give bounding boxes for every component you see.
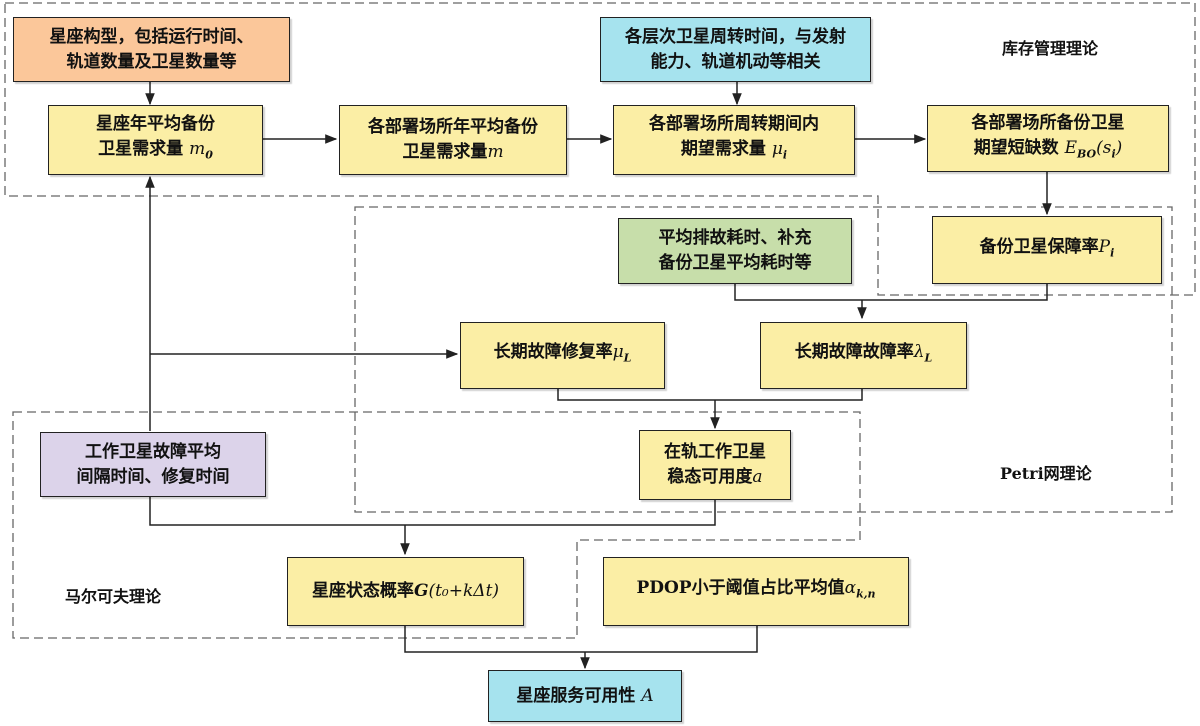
line-faulttime-merge <box>734 284 1048 301</box>
line-rates-merge <box>557 389 863 401</box>
region-petri-outline <box>354 206 1173 513</box>
region-label-inventory: 库存管理理论 <box>1002 39 1099 58</box>
box-state-prob: 星座状态概率G(t₀+kΔt) <box>287 557 524 626</box>
box-site-annual-demand: 各部署场所年平均备份 卫星需求量m <box>339 105 567 175</box>
region-inventory-outline <box>4 2 1196 296</box>
box-repair-rate: 长期故障修复率μL <box>460 322 665 389</box>
box-backup-guarantee: 备份卫星保障率Pi <box>932 216 1162 284</box>
box-steady-availability: 在轨工作卫星 稳态可用度a <box>639 430 791 500</box>
box-site-shortage: 各部署场所备份卫星 期望短缺数 EBO(si) <box>927 105 1169 172</box>
region-markov-outline <box>12 411 861 639</box>
region-label-petri: Petri网理论 <box>1000 464 1092 483</box>
region-label-markov: 马尔可夫理论 <box>65 587 162 606</box>
line-final-merge <box>404 626 758 653</box>
box-annual-demand: 星座年平均备份 卫星需求量 m0 <box>48 105 263 175</box>
line-markov-merge <box>149 497 716 526</box>
box-fault-time: 平均排故耗时、补充 备份卫星平均耗时等 <box>618 218 852 284</box>
box-site-period-demand: 各部署场所周转期间内 期望需求量 μi <box>613 105 855 175</box>
box-turnover-time: 各层次卫星周转时间，与发射 能力、轨道机动等相关 <box>600 17 871 82</box>
box-service-availability: 星座服务可用性 A <box>488 670 682 722</box>
box-failure-rate: 长期故障故障率λL <box>760 322 967 389</box>
box-pdop: PDOP小于阈值占比平均值αk,n <box>603 557 909 626</box>
box-constellation-config: 星座构型，包括运行时间、 轨道数量及卫星数量等 <box>13 17 290 82</box>
box-work-sat-fault: 工作卫星故障平均 间隔时间、修复时间 <box>40 432 266 497</box>
